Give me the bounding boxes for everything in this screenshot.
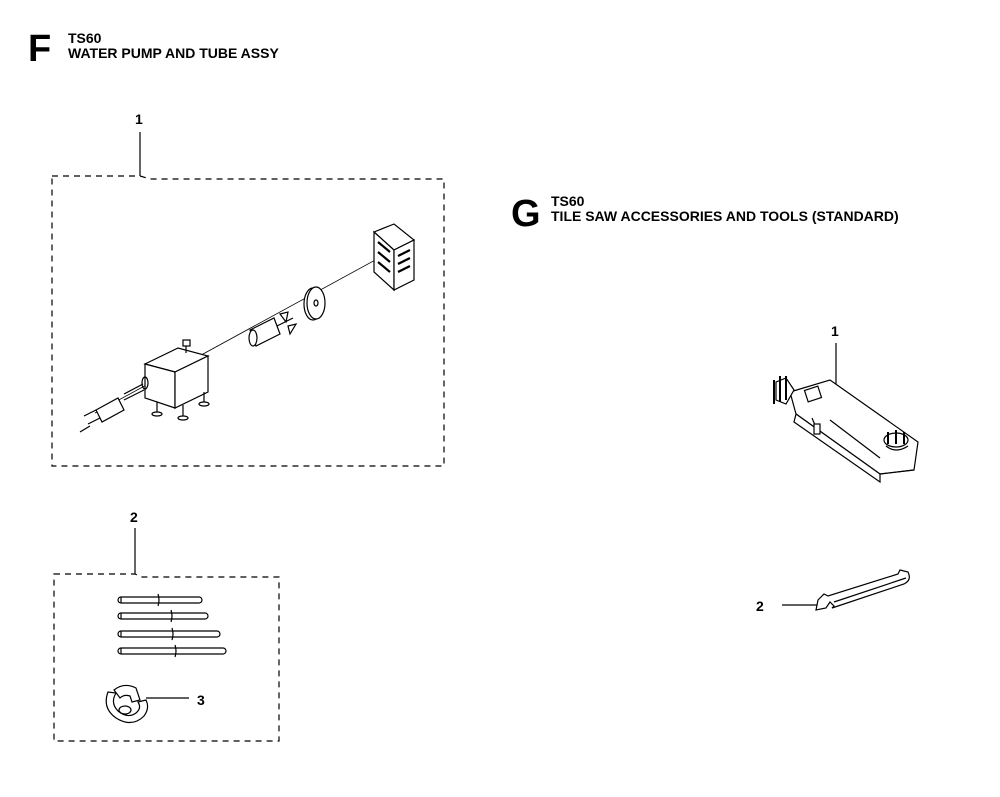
pump-cover-disc-icon <box>303 286 326 321</box>
callout-g-2: 2 <box>756 598 764 614</box>
intake-filter-icon <box>372 223 416 292</box>
tube-clip-icon <box>105 684 149 724</box>
callout-f-2: 2 <box>130 509 138 525</box>
section-f-model: TS60 <box>68 30 102 46</box>
pump-body-icon <box>141 339 210 421</box>
section-g-title: TILE SAW ACCESSORIES AND TOOLS (STANDARD… <box>551 208 899 224</box>
section-g-model: TS60 <box>551 193 585 209</box>
callout-f-3: 3 <box>197 692 205 708</box>
pump-assembly-box <box>51 175 445 467</box>
section-g-letter: G <box>511 193 541 235</box>
section-f-title: WATER PUMP AND TUBE ASSY <box>68 45 279 61</box>
power-plug-icon <box>79 383 145 433</box>
section-f-letter: F <box>28 28 52 70</box>
water-tubes-icon <box>117 593 227 658</box>
wrench-tool-icon <box>815 569 910 611</box>
callout-g-1: 1 <box>831 323 839 339</box>
tube-kit-box <box>53 573 280 742</box>
callout-f-1: 1 <box>135 111 143 127</box>
tile-guide-jig-icon <box>773 376 919 484</box>
impeller-rotor-icon <box>248 311 298 347</box>
pump-axis-line <box>94 252 389 414</box>
